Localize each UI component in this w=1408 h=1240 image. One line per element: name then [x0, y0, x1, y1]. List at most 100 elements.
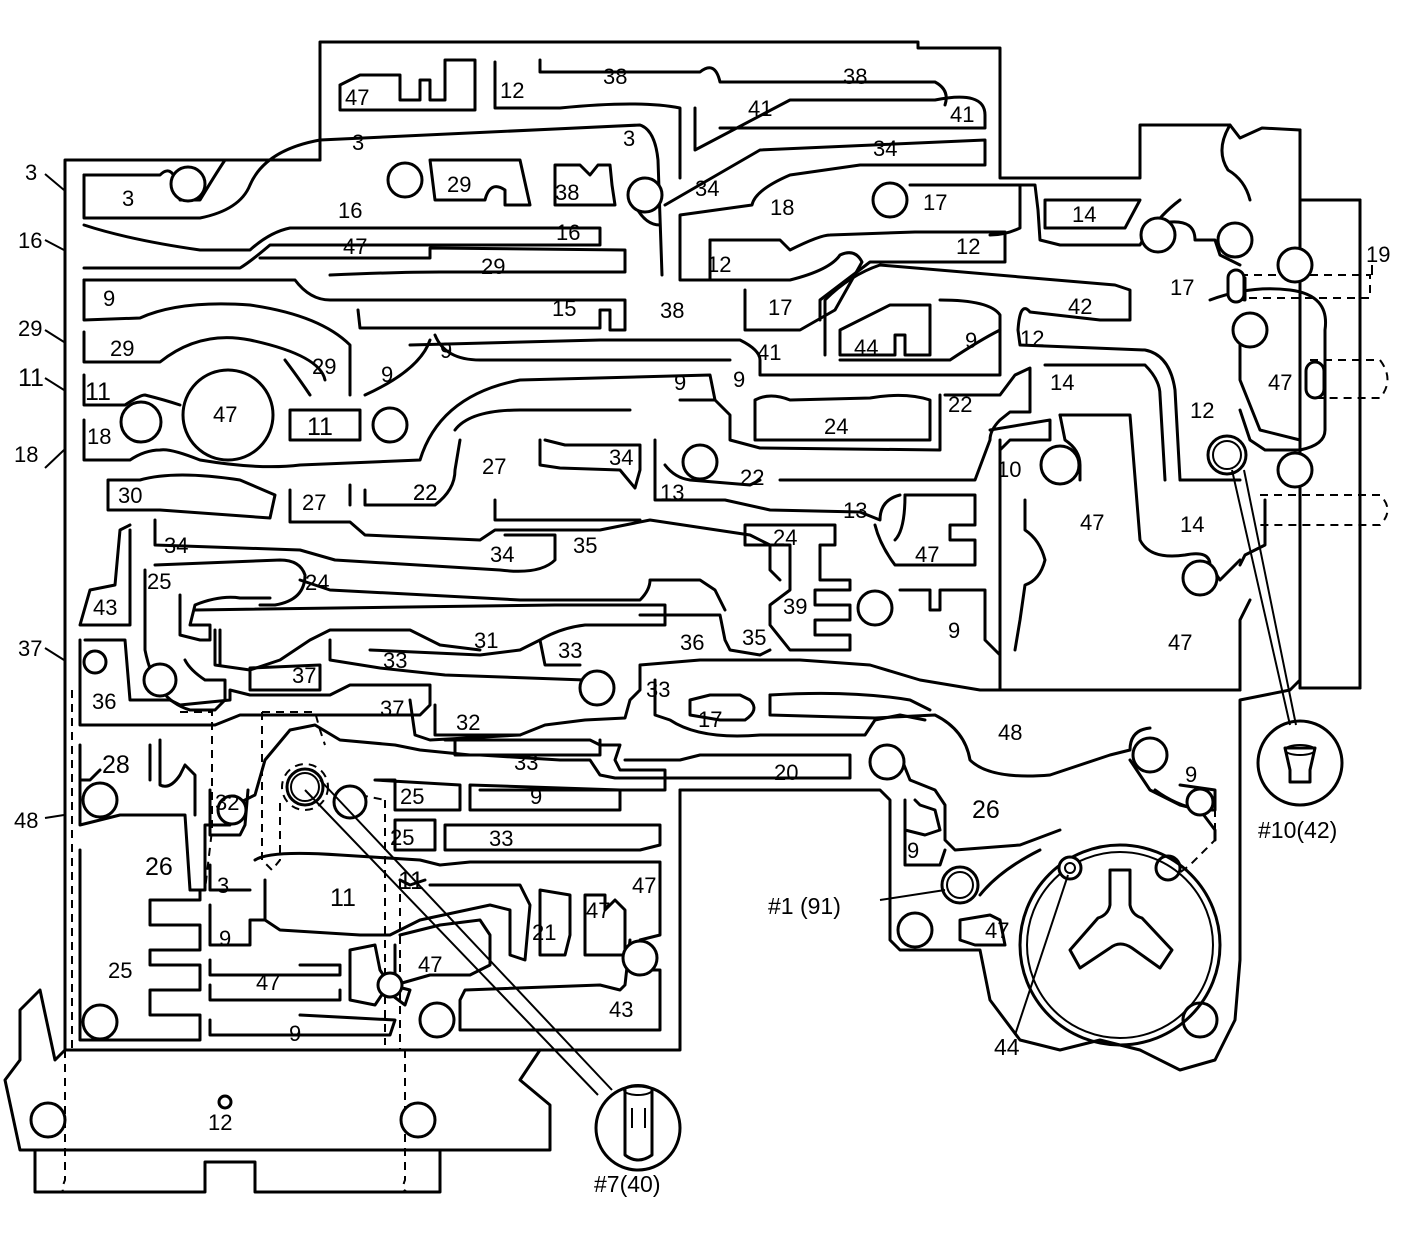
passage-label: 11: [398, 867, 424, 895]
passage-label: 11: [18, 364, 44, 392]
passage-label: 37: [292, 663, 316, 688]
hidden-outlines: [64, 160, 401, 1050]
passage-label: 34: [609, 445, 633, 470]
passage-label: 36: [92, 689, 116, 714]
passage-label: 27: [302, 490, 326, 515]
check-ball-7-label: #7(40): [594, 1171, 660, 1197]
passage-label: 18: [87, 424, 111, 449]
passage-label: 15: [552, 296, 576, 321]
passage-label: 13: [660, 480, 684, 505]
passage-label: 33: [558, 638, 582, 663]
bolt-hole: [1154, 854, 1182, 882]
passage-label: 47: [1080, 510, 1104, 535]
passage-label: 31: [474, 628, 498, 653]
oval-port: [1304, 360, 1326, 400]
bolt-hole: [1181, 559, 1219, 597]
passage-label: 25: [400, 784, 424, 809]
bolt-hole: [856, 589, 894, 627]
check-ball-7-detail: [594, 1084, 682, 1172]
check-ball-10-detail: [1256, 719, 1344, 807]
bolt-hole: [871, 181, 909, 219]
bolt-hole: [1216, 221, 1254, 259]
passage-label: 20: [774, 760, 798, 785]
passage-label: 47: [1268, 370, 1292, 395]
bolt-hole: [868, 743, 906, 781]
passage-label: 12: [956, 234, 980, 259]
bolt-hole: [371, 406, 409, 444]
bolt-hole: [1039, 444, 1081, 486]
small-hole: [217, 1094, 233, 1110]
passage-label: 47: [256, 970, 280, 995]
bolt-hole: [578, 669, 616, 707]
passage-label: 3: [623, 126, 635, 151]
bolt-hole: [169, 165, 207, 203]
passage-label: 29: [312, 354, 336, 379]
passage-label: 3: [25, 160, 37, 185]
passage-label: 17: [923, 190, 947, 215]
passage-label: 32: [215, 790, 239, 815]
passage-label: 44: [854, 335, 878, 360]
bolt-hole: [1139, 216, 1177, 254]
passage-label: 43: [93, 595, 117, 620]
passage-label: 9: [948, 618, 960, 643]
check-ball-7-seat: [285, 767, 325, 807]
passage-label: 38: [843, 64, 867, 89]
passage-label: 22: [413, 480, 437, 505]
passage-label: 25: [390, 825, 414, 850]
passage-label: 29: [110, 336, 134, 361]
passage-label: 47: [915, 542, 939, 567]
passage-label: 10: [997, 457, 1021, 482]
bolt-hole: [681, 443, 719, 481]
bolt-hole: [896, 911, 934, 949]
passage-label: 34: [695, 176, 719, 201]
passage-label: 47: [418, 952, 442, 977]
passage-label: 19: [1366, 242, 1390, 267]
passage-label: 47: [632, 873, 656, 898]
passage-label: 47: [345, 85, 369, 110]
passage-label: 22: [413, 480, 437, 505]
bolt-hole: [626, 176, 664, 214]
passage-label: 38: [660, 298, 684, 323]
passage-label: 38: [555, 180, 579, 205]
bolt-hole: [81, 1003, 119, 1041]
bolt-hole: [119, 400, 163, 444]
bolt-hole: [386, 161, 424, 199]
passage-label: 30: [118, 483, 142, 508]
passage-label: 11: [307, 413, 333, 441]
passage-label: 24: [773, 525, 797, 550]
passage-label: 33: [383, 648, 407, 673]
passage-label: 11: [330, 884, 356, 912]
passage-label: 25: [147, 569, 171, 594]
passage-label: 9: [733, 367, 745, 392]
passage-label: 29: [18, 316, 42, 341]
passage-label: 32: [456, 710, 480, 735]
passage-label: 9: [965, 328, 977, 353]
passage-label: 24: [824, 414, 848, 439]
passage-label: 28: [102, 751, 130, 779]
passage-label: 9: [1185, 762, 1197, 787]
passage-label: 39: [783, 594, 807, 619]
valve-body-outline: [3, 40, 1389, 1194]
bolt-hole: [1131, 736, 1169, 774]
passage-label: 9: [907, 838, 919, 863]
bolt-hole: [142, 662, 178, 698]
passage-label: 33: [514, 750, 538, 775]
passage-label: 13: [843, 498, 867, 523]
passage-label: 26: [972, 796, 1000, 824]
bolt-hole: [1276, 451, 1314, 489]
passage-label: 34: [164, 533, 188, 558]
passage-label: 47: [213, 402, 237, 427]
passage-label: 27: [482, 454, 506, 479]
bolt-hole: [376, 971, 404, 999]
passage-label: 48: [998, 720, 1022, 745]
passage-label: 41: [950, 102, 974, 127]
passage-label: 9: [219, 926, 231, 951]
passage-label: 41: [757, 340, 781, 365]
passage-label: 34: [490, 542, 514, 567]
passage-label: 37: [18, 636, 42, 661]
passage-label: 33: [489, 826, 513, 851]
passage-label: 43: [609, 997, 633, 1022]
passage-label: 37: [380, 696, 404, 721]
passage-label: 18: [14, 442, 38, 467]
